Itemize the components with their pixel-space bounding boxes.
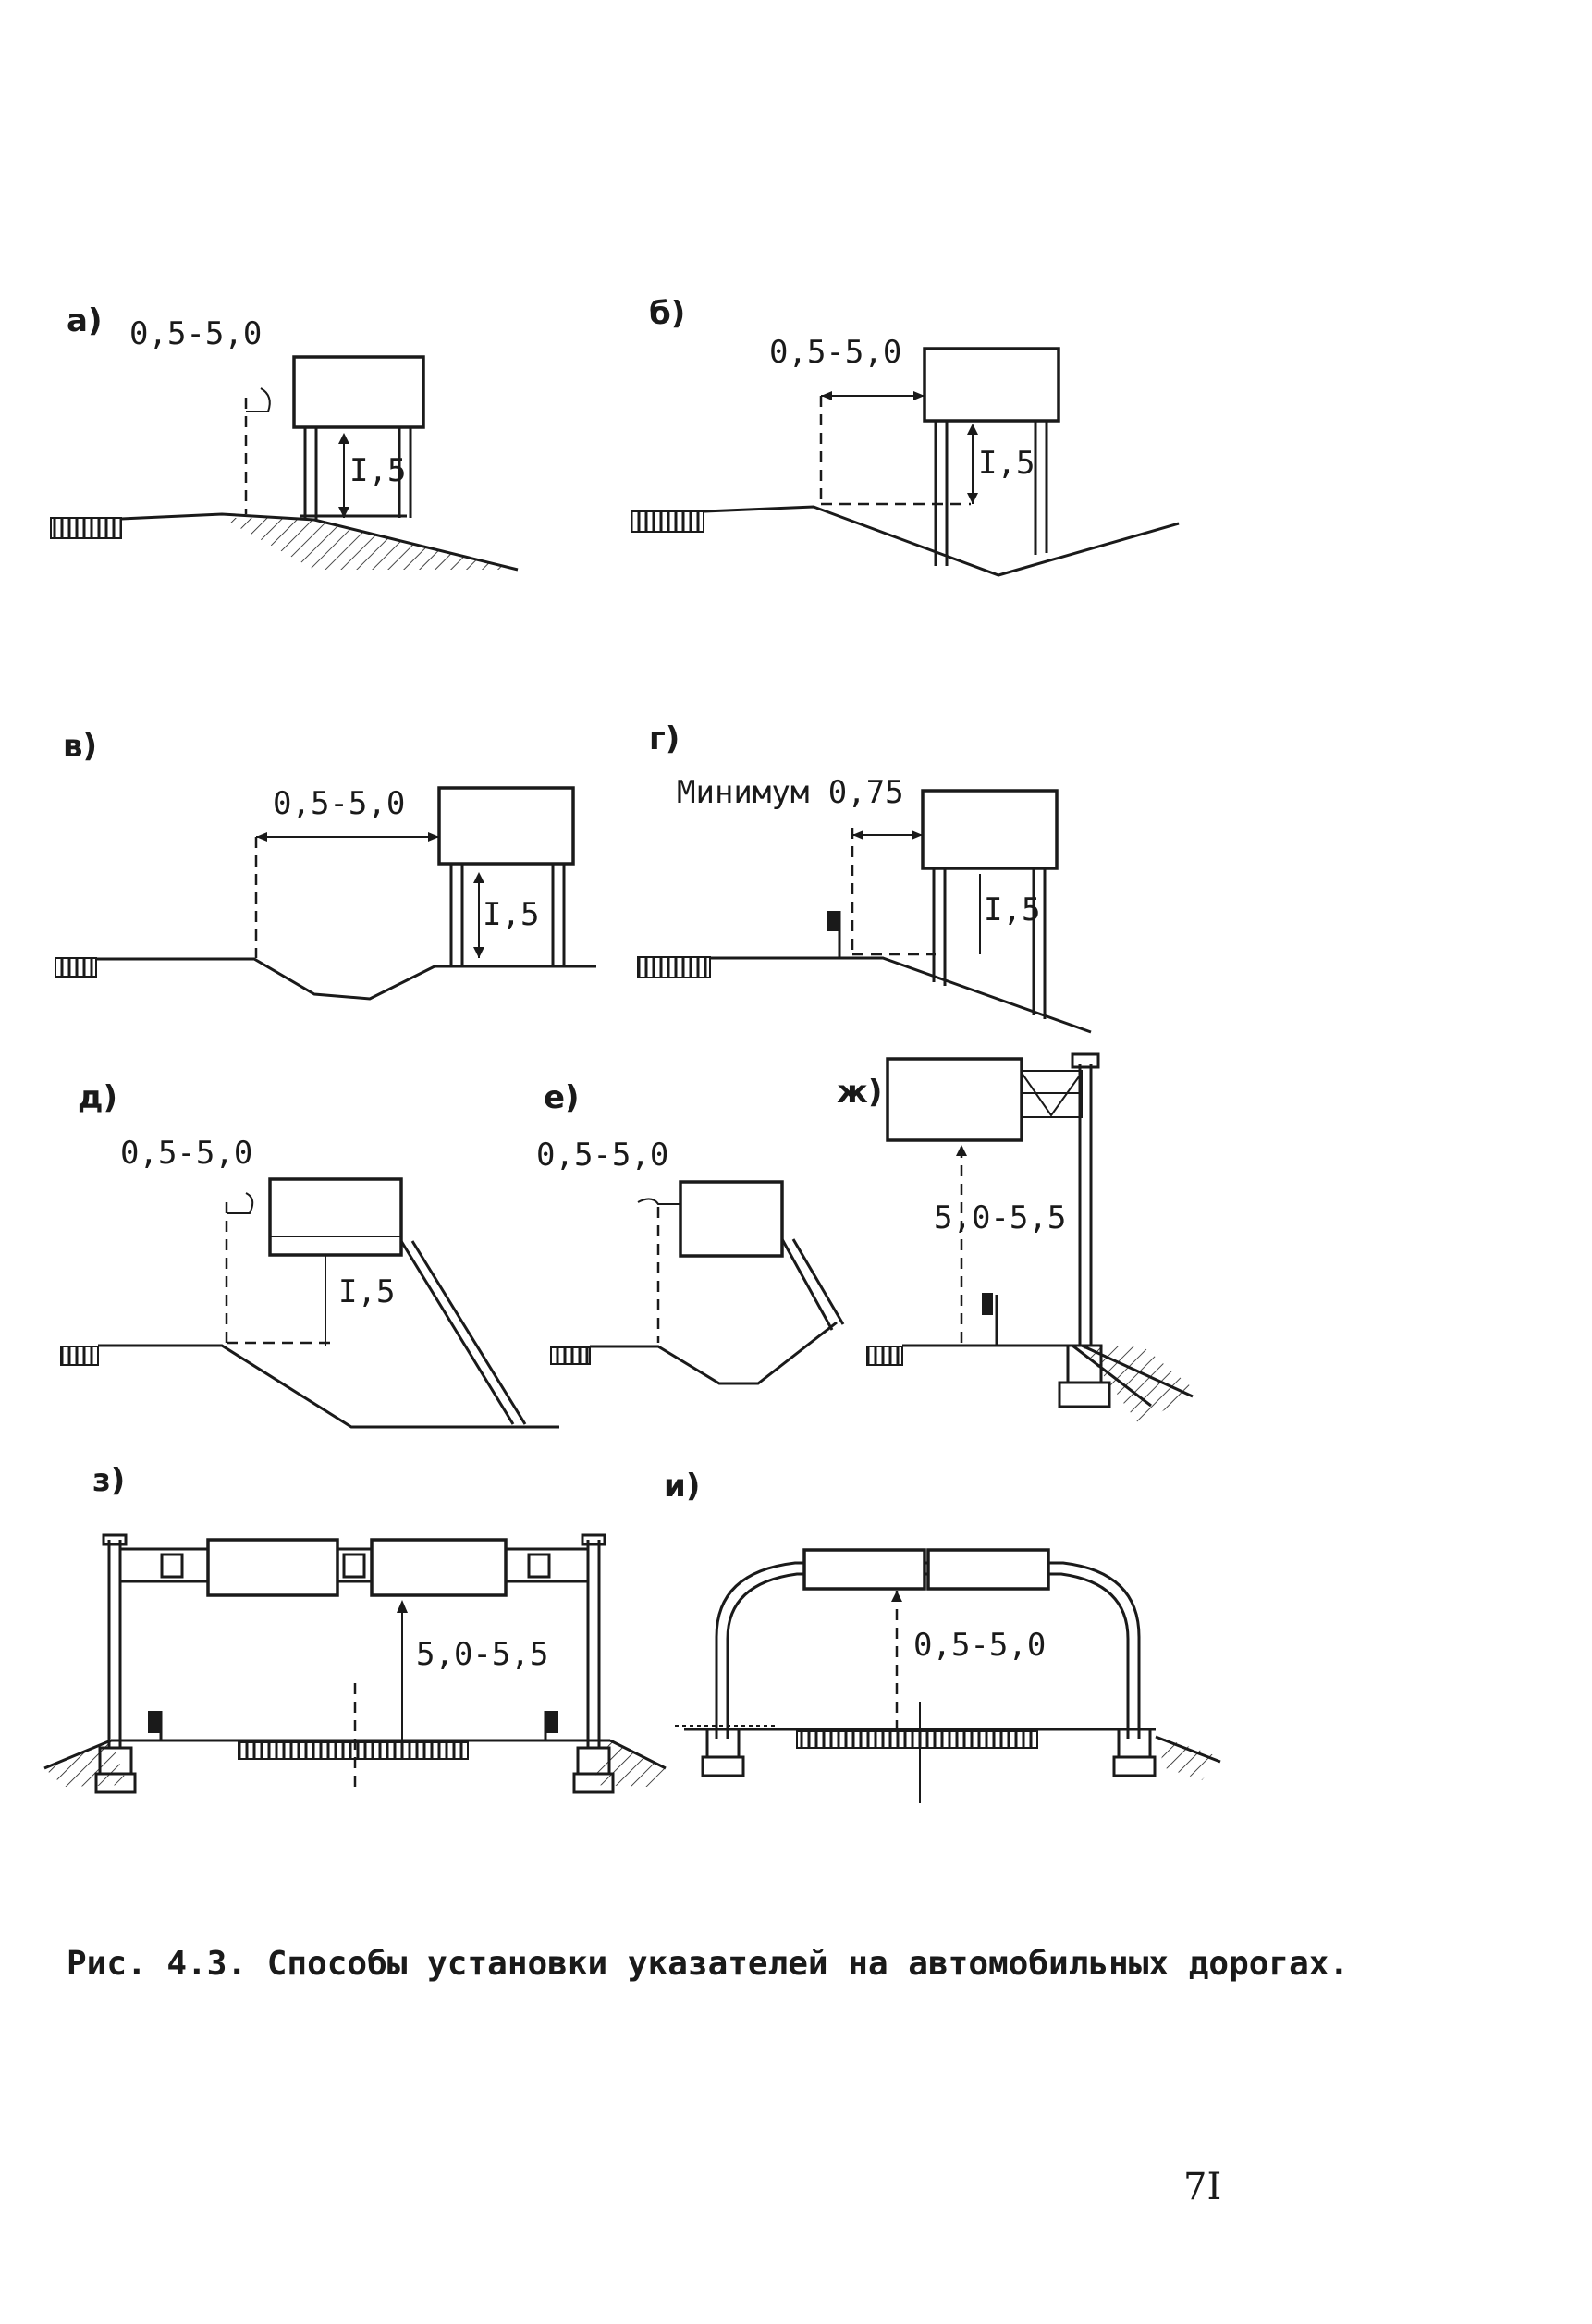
panel-a: а) 0,5-5,0 I,5 [50,302,519,572]
panel-b: б) 0,5-5,0 I,5 [631,295,1180,577]
panel-b-height-label: I,5 [978,445,1035,482]
sign-board [921,789,1059,870]
guardrail-post [545,1711,558,1733]
panel-a-offset-label: 0,5-5,0 [129,315,262,352]
sign-board [679,1180,784,1258]
road-edge-marker [866,1346,903,1366]
panel-zh: ж) 5,0-5,5 [837,1052,1197,1424]
panel-v-label: в) [63,728,97,765]
ditch-ground-line [703,505,1180,577]
panel-i-label: и) [664,1468,700,1505]
carriageway-marker [796,1730,1038,1749]
cantilever-strut [780,1238,834,1331]
panel-z-label: з) [92,1462,125,1499]
embankment-ground-line [98,1344,559,1429]
road-edge-marker [60,1346,99,1366]
page-number: 7I [1183,2166,1221,2208]
panel-a-height-label: I,5 [349,452,406,489]
sign-board [923,347,1060,423]
panel-b-label: б) [649,295,685,332]
sign-board-right [926,1548,1050,1591]
sign-board [886,1057,1023,1142]
panel-i: и) 0,5-5,0 [664,1468,1221,1803]
sign-board-right [370,1538,508,1597]
foundation-block [1117,1728,1152,1759]
foundation-block [705,1728,741,1759]
sign-board [268,1177,403,1257]
guardrail-post [148,1711,161,1733]
guardrail-post [982,1293,993,1315]
panel-e-offset-label: 0,5-5,0 [536,1137,668,1174]
embankment-slope-right [1160,1739,1220,1780]
panel-v-offset-label: 0,5-5,0 [273,785,405,822]
panel-v: в) 0,5-5,0 I,5 [55,728,596,1001]
panel-g-offset-label: Минимум 0,75 [677,774,904,811]
embankment-slope [1082,1346,1197,1424]
road-edge-marker [637,956,711,978]
cantilever-strut [399,1240,515,1425]
sign-board [437,786,575,866]
panel-zh-label: ж) [837,1074,882,1111]
panel-zh-height-label: 5,0-5,5 [934,1199,1066,1236]
ditch-ground-line [590,1321,838,1385]
panel-d-offset-label: 0,5-5,0 [120,1135,252,1172]
ground-line [120,512,519,572]
panel-e-label: е) [544,1079,580,1116]
panel-b-offset-label: 0,5-5,0 [769,334,901,371]
sign-board-left [802,1548,926,1591]
carriageway-marker [238,1741,469,1760]
panel-g-label: г) [649,720,680,757]
embankment-slope [222,518,518,570]
road-edge-marker [55,957,97,978]
panel-g: г) Минимум 0,75 I,5 [637,720,1092,1034]
panel-d-height-label: I,5 [338,1273,395,1310]
panel-d-label: д) [78,1079,117,1116]
ground-line [710,956,1092,1034]
panel-d: д) 0,5-5,0 I,5 [60,1079,559,1429]
panel-z: з) 5,0-5,5 [43,1462,667,1794]
panel-i-height-label: 0,5-5,0 [913,1627,1046,1664]
figure-caption: Рис. 4.3. Способы установки указателей н… [67,1945,1349,1983]
panel-v-height-label: I,5 [483,896,539,933]
sign-board [292,355,425,429]
ditch-ground-line [96,957,596,1001]
panel-g-height-label: I,5 [984,891,1040,928]
panel-z-height-label: 5,0-5,5 [416,1636,548,1673]
road-edge-marker [550,1346,591,1365]
sign-board-left [206,1538,339,1597]
panel-e: е) 0,5-5,0 [536,1079,845,1385]
road-edge-marker [631,510,704,533]
road-edge-marker [50,517,122,539]
panel-a-label: а) [67,302,102,339]
